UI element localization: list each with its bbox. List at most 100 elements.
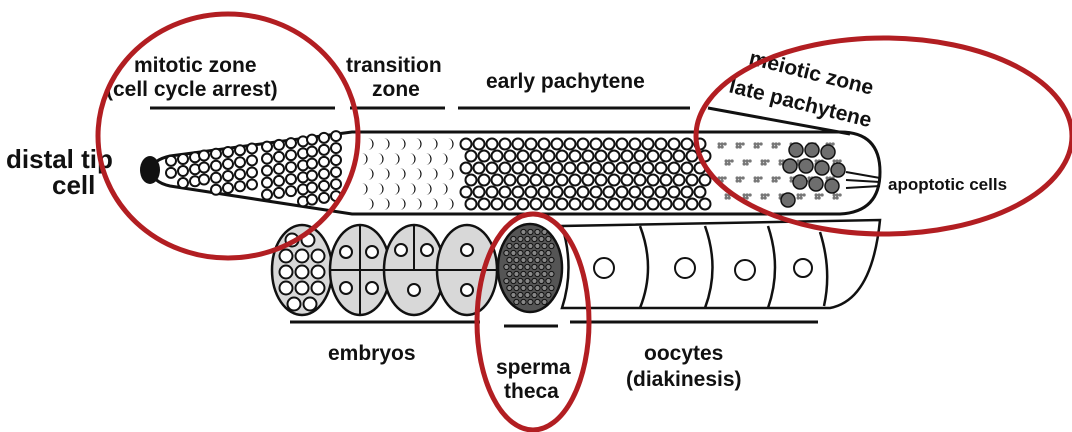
germ-cell xyxy=(518,175,529,186)
germ-cell xyxy=(532,278,537,283)
germ-cell xyxy=(546,292,551,297)
germ-cell xyxy=(532,292,537,297)
germ-cell xyxy=(492,199,503,210)
germ-cell xyxy=(461,187,472,198)
germ-cell xyxy=(604,163,615,174)
germ-cell xyxy=(799,159,813,173)
germ-cell xyxy=(247,167,257,177)
germ-cell xyxy=(296,282,309,295)
germ-cell xyxy=(531,199,542,210)
germ-cell xyxy=(288,298,301,311)
germ-cell xyxy=(535,271,540,276)
germ-cell xyxy=(513,187,524,198)
germ-cell xyxy=(528,257,533,262)
germ-cell xyxy=(286,150,296,160)
germ-cell xyxy=(247,143,257,153)
germ-cell xyxy=(286,186,296,196)
germ-cell xyxy=(539,236,544,241)
germ-cell xyxy=(557,151,568,162)
germ-cell xyxy=(565,139,576,150)
germ-cell xyxy=(525,264,530,269)
germ-cell xyxy=(199,175,209,185)
germ-cell xyxy=(479,199,490,210)
germ-cell xyxy=(544,151,555,162)
germ-cell xyxy=(487,187,498,198)
germ-cell xyxy=(274,140,284,150)
germ-cell xyxy=(312,250,325,263)
germ-cell xyxy=(319,169,329,179)
germ-cell xyxy=(596,199,607,210)
germ-cell xyxy=(591,139,602,150)
germ-cell xyxy=(532,250,537,255)
germ-cell xyxy=(539,187,550,198)
germ-cell xyxy=(235,169,245,179)
germ-cell xyxy=(178,166,188,176)
germ-cell xyxy=(622,175,633,186)
germ-cell xyxy=(319,193,329,203)
germ-cell xyxy=(687,151,698,162)
germ-cell xyxy=(669,187,680,198)
germ-cell xyxy=(789,143,803,157)
germ-cell xyxy=(319,133,329,143)
germ-cell xyxy=(687,175,698,186)
germ-cell xyxy=(531,151,542,162)
germ-cell xyxy=(262,142,272,152)
germ-cell xyxy=(552,139,563,150)
oocyte-nucleus xyxy=(735,260,755,280)
germ-cell xyxy=(539,292,544,297)
germ-cell xyxy=(781,193,795,207)
germ-cell xyxy=(518,236,523,241)
germ-cell xyxy=(319,181,329,191)
germ-cell xyxy=(514,285,519,290)
germ-cell xyxy=(669,139,680,150)
transition-zone-label-1: transition xyxy=(346,54,442,77)
germ-cell xyxy=(518,292,523,297)
germ-cell xyxy=(487,139,498,150)
distal-tip-label-2: cell xyxy=(52,170,95,200)
germ-cell xyxy=(674,175,685,186)
germ-cell xyxy=(805,143,819,157)
germ-cell xyxy=(535,243,540,248)
embryos-label: embryos xyxy=(328,342,416,365)
germ-cell xyxy=(211,161,221,171)
germ-cell xyxy=(466,151,477,162)
germ-cell xyxy=(199,163,209,173)
germ-cell xyxy=(247,179,257,189)
germ-cell xyxy=(669,163,680,174)
germ-cell xyxy=(211,173,221,183)
germ-cell xyxy=(591,163,602,174)
germ-cell xyxy=(479,175,490,186)
germ-cell xyxy=(511,236,516,241)
germ-cell xyxy=(535,299,540,304)
germ-cell xyxy=(518,278,523,283)
germ-cell xyxy=(507,257,512,262)
germ-cell xyxy=(535,257,540,262)
germ-cell xyxy=(546,264,551,269)
germ-cell xyxy=(700,199,711,210)
germ-cell xyxy=(528,271,533,276)
embryo-row xyxy=(272,225,497,315)
germ-cell xyxy=(643,139,654,150)
germ-cell xyxy=(518,151,529,162)
germ-cell xyxy=(687,199,698,210)
germ-cell xyxy=(518,250,523,255)
germ-cell xyxy=(661,199,672,210)
germ-cell xyxy=(312,266,325,279)
germ-cell xyxy=(635,151,646,162)
germ-cell xyxy=(331,179,341,189)
germ-cell xyxy=(511,264,516,269)
germ-cell xyxy=(661,151,672,162)
germ-cell xyxy=(583,199,594,210)
germ-cell xyxy=(526,139,537,150)
germ-cell xyxy=(507,285,512,290)
germ-cell xyxy=(596,175,607,186)
germ-cell xyxy=(549,243,554,248)
germ-cell xyxy=(552,187,563,198)
germ-cell xyxy=(178,178,188,188)
germ-cell xyxy=(505,175,516,186)
germ-cell xyxy=(528,299,533,304)
transition-zone-label-2: zone xyxy=(372,78,420,101)
germ-cell xyxy=(518,199,529,210)
germ-cell xyxy=(583,151,594,162)
